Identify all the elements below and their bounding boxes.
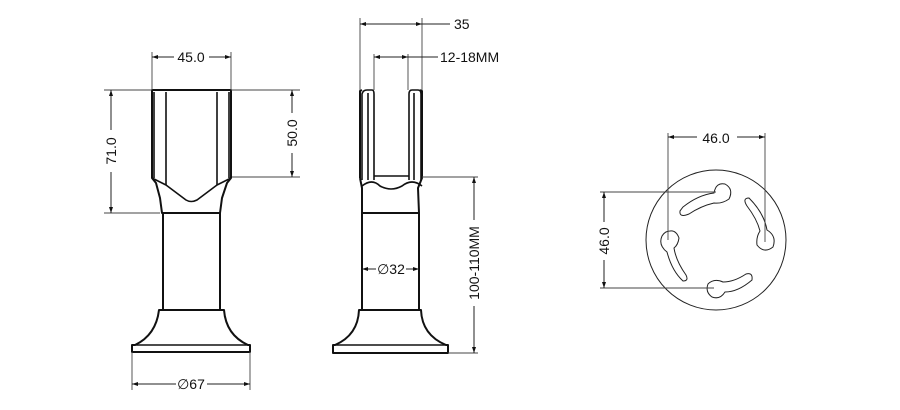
dim-total-height: 71.0 <box>103 137 119 164</box>
slot-top <box>679 183 732 216</box>
base-plate-circle <box>645 169 787 311</box>
dim-hole-spacing-h: 46.0 <box>702 130 729 146</box>
dim-base-diameter: ∅67 <box>177 376 205 392</box>
dim-glass-thickness: 12-18MM <box>440 49 499 65</box>
dim-cup-inner-height: 50.0 <box>284 119 300 146</box>
front-view: 45.0 71.0 50.0 ∅67 <box>103 49 300 392</box>
side-outline <box>359 89 423 214</box>
side-view: 35 12-18MM ∅32 100-110MM <box>332 16 499 354</box>
dim-overall-width: 35 <box>454 16 470 32</box>
dim-tube-diameter: ∅32 <box>377 261 405 277</box>
dim-hole-spacing-v: 46.0 <box>596 227 612 254</box>
slot-bottom <box>706 273 753 299</box>
cup-outline <box>151 89 232 214</box>
dim-height-range: 100-110MM <box>466 226 482 300</box>
slot-right <box>744 197 775 251</box>
slot-left <box>660 230 688 282</box>
dim-top-width: 45.0 <box>177 49 204 65</box>
base-plate-view: 46.0 46.0 <box>596 130 787 311</box>
